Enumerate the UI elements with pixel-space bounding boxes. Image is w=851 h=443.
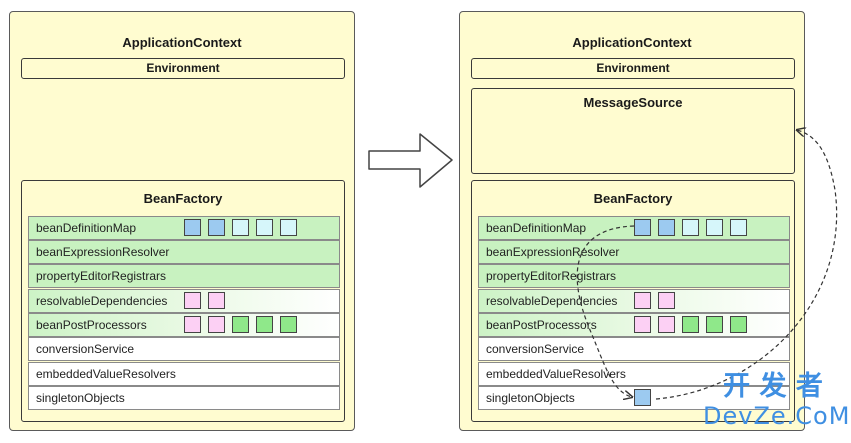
right-row-bean-definition-map: beanDefinitionMap [478, 216, 790, 240]
right-row-label: singletonObjects [486, 391, 575, 405]
post-processor-square [256, 316, 273, 333]
left-application-context-title: ApplicationContext [122, 35, 242, 50]
left-application-context: ApplicationContext Environment BeanFacto… [9, 11, 355, 431]
right-row-label: beanExpressionResolver [486, 245, 620, 259]
right-application-context-title: ApplicationContext [572, 35, 692, 50]
right-row-conversion-service: conversionService [478, 337, 790, 361]
post-processor-square [208, 316, 225, 333]
left-row-label: conversionService [36, 342, 135, 356]
bean-definition-square [634, 219, 651, 236]
right-environment-box: Environment [471, 58, 795, 79]
right-row-label: conversionService [486, 342, 585, 356]
left-row-bean-definition-map: beanDefinitionMap [28, 216, 340, 240]
bean-definition-square [208, 219, 225, 236]
bean-definition-square [730, 219, 747, 236]
right-row-resolvable-dependencies: resolvableDependencies [478, 289, 790, 313]
resolvable-dependency-square [658, 292, 675, 309]
right-row-bean-expression-resolver: beanExpressionResolver [478, 240, 790, 264]
right-row-label: embeddedValueResolvers [486, 367, 626, 381]
resolvable-dependency-square [208, 292, 225, 309]
post-processor-square [634, 316, 651, 333]
right-application-context: ApplicationContext Environment MessageSo… [459, 11, 805, 431]
post-processor-square [658, 316, 675, 333]
post-processor-square [730, 316, 747, 333]
right-row-bean-post-processors: beanPostProcessors [478, 313, 790, 337]
right-bean-factory-title: BeanFactory [593, 191, 673, 206]
right-row-label: propertyEditorRegistrars [486, 269, 617, 283]
watermark-line1: 开 发 者 [723, 371, 823, 402]
post-processor-square [706, 316, 723, 333]
left-row-label: propertyEditorRegistrars [36, 269, 167, 283]
bean-definition-square [256, 219, 273, 236]
right-row-label: beanDefinitionMap [486, 221, 587, 235]
left-row-singleton-objects: singletonObjects [28, 386, 340, 410]
site-watermark: 开 发 者 DevZe.CoM [703, 371, 851, 431]
post-processor-square [232, 316, 249, 333]
resolvable-dependency-square [184, 292, 201, 309]
post-processor-square [280, 316, 297, 333]
left-row-label: beanExpressionResolver [36, 245, 170, 259]
resolvable-dependency-square [634, 292, 651, 309]
bean-definition-square [280, 219, 297, 236]
right-row-label: beanPostProcessors [486, 318, 597, 332]
left-row-embedded-value-resolvers: embeddedValueResolvers [28, 362, 340, 386]
left-row-resolvable-dependencies: resolvableDependencies [28, 289, 340, 313]
left-row-label: singletonObjects [36, 391, 125, 405]
bean-definition-square [682, 219, 699, 236]
left-bean-factory-title: BeanFactory [143, 191, 223, 206]
bean-definition-square [232, 219, 249, 236]
bean-definition-square [658, 219, 675, 236]
left-row-bean-expression-resolver: beanExpressionResolver [28, 240, 340, 264]
left-row-conversion-service: conversionService [28, 337, 340, 361]
left-row-bean-post-processors: beanPostProcessors [28, 313, 340, 337]
left-row-label: embeddedValueResolvers [36, 367, 176, 381]
left-row-label: resolvableDependencies [36, 294, 168, 308]
bean-definition-square [184, 219, 201, 236]
left-row-label: beanDefinitionMap [36, 221, 137, 235]
right-row-label: resolvableDependencies [486, 294, 618, 308]
post-processor-square [184, 316, 201, 333]
right-message-source-box: MessageSource [471, 88, 795, 174]
left-row-label: beanPostProcessors [36, 318, 147, 332]
bean-definition-square [706, 219, 723, 236]
post-processor-square [682, 316, 699, 333]
left-environment-box: Environment [21, 58, 345, 79]
left-bean-factory: BeanFactory beanDefinitionMap beanExpres… [21, 180, 345, 422]
watermark-line2: DevZe.CoM [703, 402, 851, 430]
singleton-message-source-square [634, 389, 651, 406]
message-source-title: MessageSource [583, 95, 683, 110]
left-row-property-editor-registrars: propertyEditorRegistrars [28, 264, 340, 288]
right-row-property-editor-registrars: propertyEditorRegistrars [478, 264, 790, 288]
